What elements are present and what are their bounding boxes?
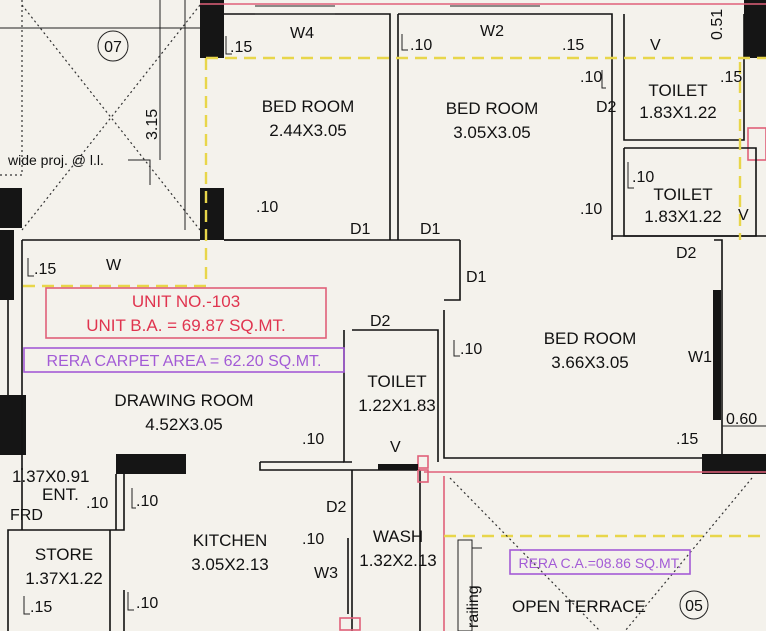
toilet-mid-size: 1.83X1.22 [644,207,722,226]
dim-010: .10 [302,531,324,548]
dim-060: 0.60 [726,411,757,428]
unit-boundary [200,3,766,631]
toilet-mid-name: TOILET [653,185,712,204]
window-w1 [713,290,721,420]
rera-terrace-area: RERA C.A.=08.86 SQ.MT. [518,555,681,571]
column [744,0,766,58]
unit-number: UNIT NO.-103 [132,292,240,311]
bedroom-2-size: 3.05X3.05 [453,123,531,142]
door-d2: D2 [326,499,347,516]
kitchen-name: KITCHEN [193,531,268,550]
door-d2: D2 [676,245,697,262]
toilet-center-size: 1.22X1.83 [358,396,436,415]
door-d2: D2 [370,313,391,330]
kitchen-size: 3.05X2.13 [191,555,269,574]
wash-name: WASH [373,527,423,546]
rera-terrace-box [509,549,691,575]
dim-051: 0.51 [709,9,726,40]
column [200,0,224,58]
vent-v: V [738,207,749,224]
door-d1: D1 [420,221,441,238]
column [0,188,22,228]
unit-info-box [45,287,327,339]
toilet-top-name: TOILET [648,81,707,100]
door-d1: D1 [466,269,487,286]
store-name: STORE [35,545,93,564]
dim-010: .10 [136,595,158,612]
dim-010: .10 [256,199,278,216]
unit-number-circle-05 [679,590,709,620]
toilet-top-size: 1.83X1.22 [639,103,717,122]
projection-note: wide proj. @ l.l. [7,152,104,168]
window-w3: W3 [314,565,338,582]
dim-010: .10 [460,341,482,358]
annotations: W4 W2 W W1 W3 D1 D1 D1 D2 D2 D2 D2 V V V… [10,9,766,616]
projection-dimension: 3.15 [144,109,161,140]
entrance-name: ENT. [42,485,79,504]
dim-015: .15 [562,37,584,54]
bedroom-1-size: 2.44X3.05 [269,121,347,140]
open-terrace: railing OPEN TERRACE 05 [449,477,753,631]
window-w2: W2 [480,23,504,40]
unit-built-area: UNIT B.A. = 69.87 SQ.MT. [86,316,286,335]
store-size: 1.37X1.22 [25,569,103,588]
terrace-name: OPEN TERRACE [512,597,646,616]
door-markers [339,455,429,631]
column [200,188,224,240]
wash-size: 1.32X2.13 [359,551,437,570]
bedroom-3-size: 3.66X3.05 [551,353,629,372]
window-w4: W4 [290,25,314,42]
door-d1: D1 [350,221,371,238]
neighbor-unit-07: 07 3.15 wide proj. @ l.l. [0,0,205,231]
unit-number-circle-07 [97,30,129,62]
rera-carpet-box [23,347,345,373]
toilet-center-name: TOILET [367,372,426,391]
bedroom-1-name: BED ROOM [262,97,355,116]
dim-015: .15 [30,599,52,616]
dim-015: .15 [34,261,56,278]
dim-010: .10 [632,169,654,186]
dim-010: .10 [136,493,158,510]
frd-label: FRD [10,507,43,524]
vent-v: V [650,37,661,54]
vent-v: V [390,439,401,456]
column [0,230,14,300]
dim-015: .15 [720,69,742,86]
room-labels: BED ROOM 2.44X3.05 BED ROOM 3.05X3.05 TO… [12,81,722,588]
drawing-room-size: 4.52X3.05 [145,415,223,434]
column [116,454,186,474]
railing-label: railing [465,585,482,628]
column [702,454,766,474]
dim-010: .10 [580,201,602,218]
unit-info: UNIT NO.-103 UNIT B.A. = 69.87 SQ.MT. RE… [23,287,691,575]
entrance-size: 1.37X0.91 [12,467,90,486]
bedroom-2-name: BED ROOM [446,99,539,118]
neighbor-unit-number: 07 [104,39,122,56]
dim-010: .10 [86,495,108,512]
dim-015: .15 [230,39,252,56]
dim-010: .10 [302,431,324,448]
interior-walls [7,5,766,631]
bedroom-3-name: BED ROOM [544,329,637,348]
window-w1-label: W1 [688,349,712,366]
carpet-area-boundary [22,56,766,538]
dim-015: .15 [676,431,698,448]
window-w: W [106,257,122,274]
drawing-room-name: DRAWING ROOM [114,391,253,410]
dim-010: .10 [580,69,602,86]
dim-010: .10 [410,37,432,54]
rera-carpet-area: RERA CARPET AREA = 62.20 SQ.MT. [47,353,322,370]
door-d2: D2 [596,99,617,116]
terrace-number: 05 [685,598,703,615]
